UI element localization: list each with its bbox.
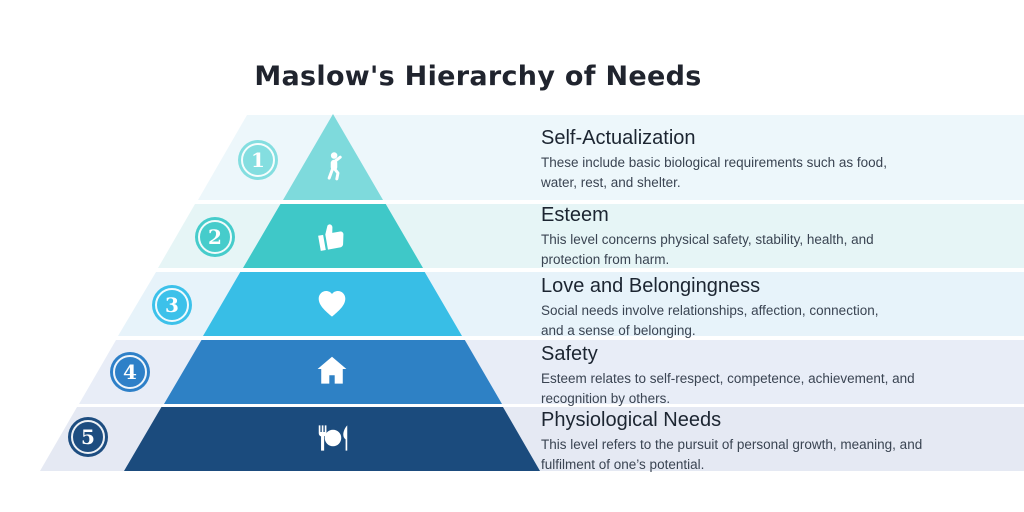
level-number-badge-3: 3 [152, 285, 192, 325]
description-line: protection from harm. [541, 251, 670, 267]
badge-ring [198, 220, 232, 254]
thumbs-up-icon [310, 214, 354, 258]
house-icon [313, 352, 351, 390]
level-entry-4: Safety Esteem relates to self-respect, c… [541, 341, 1001, 408]
level-entry-5: Physiological Needs This level refers to… [541, 407, 1001, 474]
page-title: Maslow's Hierarchy of Needs [254, 61, 702, 92]
level-number-badge-2: 2 [195, 217, 235, 257]
badge-number: 1 [251, 147, 265, 172]
description-line: These include basic biological requireme… [541, 155, 887, 170]
description-line: Social needs involve relationships, affe… [541, 303, 879, 318]
description-line: fulfilment of one’s potential. [541, 456, 705, 472]
description-line: water, rest, and shelter. [541, 174, 681, 190]
level-description: Esteem relates to self-respect, competen… [541, 369, 1001, 408]
badge-number: 4 [123, 359, 137, 384]
level-entry-2: Esteem This level concerns physical safe… [541, 202, 1001, 269]
level-description: Social needs involve relationships, affe… [541, 301, 1001, 340]
badge-ring [241, 143, 275, 177]
level-title: Physiological Needs [541, 409, 722, 431]
badge-ring [113, 355, 147, 389]
heart-icon [313, 284, 351, 322]
level-description: This level concerns physical safety, sta… [541, 230, 1001, 269]
description-line: recognition by others. [541, 390, 671, 406]
badge-number: 3 [165, 292, 179, 317]
level-number-badge-4: 4 [110, 352, 150, 392]
level-number-badge-1: 1 [238, 140, 278, 180]
level-title: Esteem [541, 204, 609, 226]
level-entry-3: Love and Belongingness Social needs invo… [541, 273, 1001, 340]
level-number-badge-5: 5 [68, 417, 108, 457]
badge-number: 5 [81, 424, 95, 449]
badge-ring [71, 420, 105, 454]
level-title: Safety [541, 343, 598, 365]
description-line: Esteem relates to self-respect, competen… [541, 371, 915, 386]
description-line: and a sense of belonging. [541, 322, 696, 338]
level-entry-1: Self-Actualization These include basic b… [541, 125, 1001, 192]
level-description: This level refers to the pursuit of pers… [541, 435, 1001, 474]
description-line: This level refers to the pursuit of pers… [541, 437, 923, 452]
person-running-icon [316, 150, 350, 184]
level-description: These include basic biological requireme… [541, 153, 1001, 192]
dining-icon [311, 419, 355, 457]
level-title: Love and Belongingness [541, 275, 761, 297]
badge-ring [155, 288, 189, 322]
level-title: Self-Actualization [541, 127, 696, 149]
description-line: This level concerns physical safety, sta… [541, 232, 874, 247]
badge-number: 2 [208, 224, 222, 249]
